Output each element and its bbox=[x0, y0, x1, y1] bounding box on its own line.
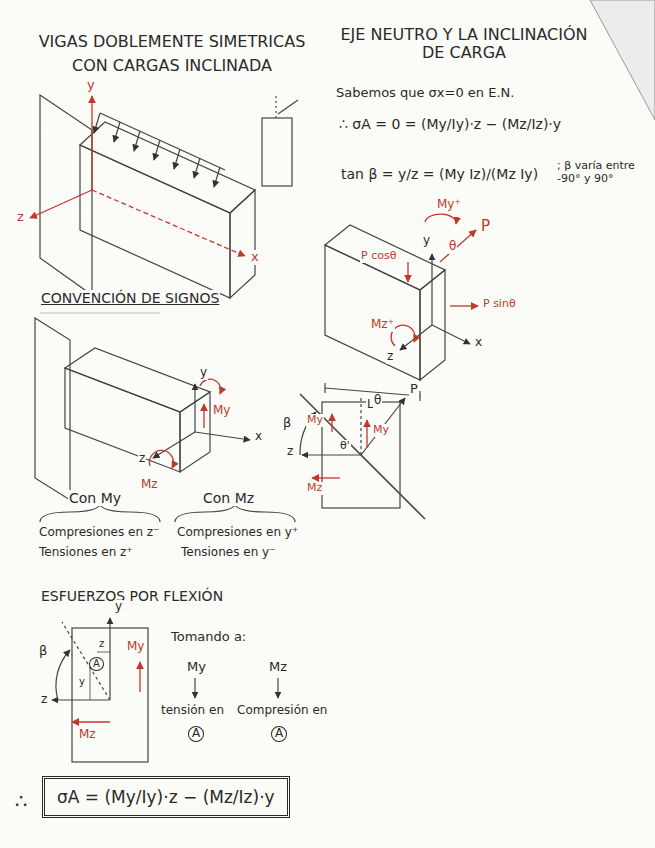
case-heading: Con My bbox=[68, 490, 122, 506]
axis-label: z bbox=[16, 210, 25, 225]
moment-label: Mz bbox=[268, 660, 288, 675]
point-label: A bbox=[89, 657, 104, 671]
axis-label: z bbox=[138, 452, 146, 466]
note: tensión en bbox=[160, 704, 225, 718]
formula-text: σA = (My/Iy)·z − (Mz/Iz)·y bbox=[57, 787, 275, 807]
section-heading: CONVENCIÓN DE SIGNOS bbox=[40, 290, 220, 306]
note: Sabemos que σx=0 en E.N. bbox=[335, 86, 515, 101]
axis-label: y bbox=[114, 600, 123, 614]
note: Tensiones en y⁻ bbox=[180, 546, 277, 560]
note: Tomando a: bbox=[170, 630, 247, 645]
axis-label: y bbox=[86, 78, 96, 93]
axis-label: y bbox=[422, 234, 431, 248]
moment-label: My bbox=[186, 660, 207, 675]
case-heading: Con Mz bbox=[202, 490, 255, 506]
moment-label: Mz bbox=[78, 728, 97, 742]
therefore-sign: ∴ bbox=[14, 790, 29, 813]
axis-label: z bbox=[386, 350, 394, 364]
block-figure bbox=[325, 225, 470, 401]
note: ; β varía entre -90° y 90° bbox=[556, 160, 648, 185]
equation: tan β = y/z = (My Iz)/(Mz Iy) bbox=[340, 166, 539, 182]
angle-label: θ bbox=[373, 394, 382, 408]
force-component: P sinθ bbox=[482, 298, 517, 311]
angle-label: θ' bbox=[339, 440, 351, 453]
moment-label: My bbox=[372, 424, 390, 437]
moment-label: My bbox=[212, 404, 231, 418]
axis-label: x bbox=[254, 430, 263, 444]
point-label: A bbox=[271, 726, 287, 742]
convention-figure bbox=[35, 313, 295, 522]
note: Compresión en bbox=[236, 704, 328, 718]
angle-label: θ bbox=[448, 240, 457, 254]
formula-box: σA = (My/Iy)·z − (Mz/Iz)·y bbox=[42, 776, 290, 818]
heading: EJE NEUTRO Y LA INCLINACIÓN DE CARGA bbox=[328, 26, 600, 63]
section-figure bbox=[52, 618, 278, 762]
section-heading: ESFUERZOS POR FLEXIÓN bbox=[40, 588, 224, 604]
note: Tensiones en z⁺ bbox=[38, 546, 134, 560]
force-component: P cosθ bbox=[360, 250, 397, 263]
axis-label: z bbox=[40, 693, 48, 707]
equation: ∴ σA = 0 = (My/Iy)·z − (Mz/Iz)·y bbox=[338, 116, 562, 132]
moment-label: My⁺ bbox=[436, 198, 462, 212]
point-label: A bbox=[188, 726, 204, 742]
moment-label: My bbox=[306, 414, 324, 427]
axis-label: x bbox=[474, 336, 483, 350]
force-label: P bbox=[480, 218, 491, 235]
force-label: P bbox=[409, 382, 419, 397]
angle-label: β bbox=[38, 644, 48, 659]
dimension-label: y bbox=[78, 676, 86, 688]
axis-label: x bbox=[250, 250, 260, 265]
note: Compresiones en y⁺ bbox=[176, 526, 299, 540]
axis-label: y bbox=[199, 366, 208, 380]
moment-label: Mz bbox=[306, 482, 323, 495]
neutral-axis-figure bbox=[300, 394, 425, 519]
moment-label: My bbox=[126, 640, 145, 654]
moment-label: Mz bbox=[140, 478, 159, 492]
note: Compresiones en z⁻ bbox=[38, 526, 161, 540]
moment-label: Mz⁺ bbox=[370, 318, 395, 332]
axis-label: z bbox=[286, 445, 294, 459]
dimension-label: z bbox=[98, 638, 105, 650]
page-title: VIGAS DOBLEMENTE SIMETRICAS CON CARGAS I… bbox=[36, 30, 308, 78]
angle-label: β bbox=[282, 416, 292, 431]
